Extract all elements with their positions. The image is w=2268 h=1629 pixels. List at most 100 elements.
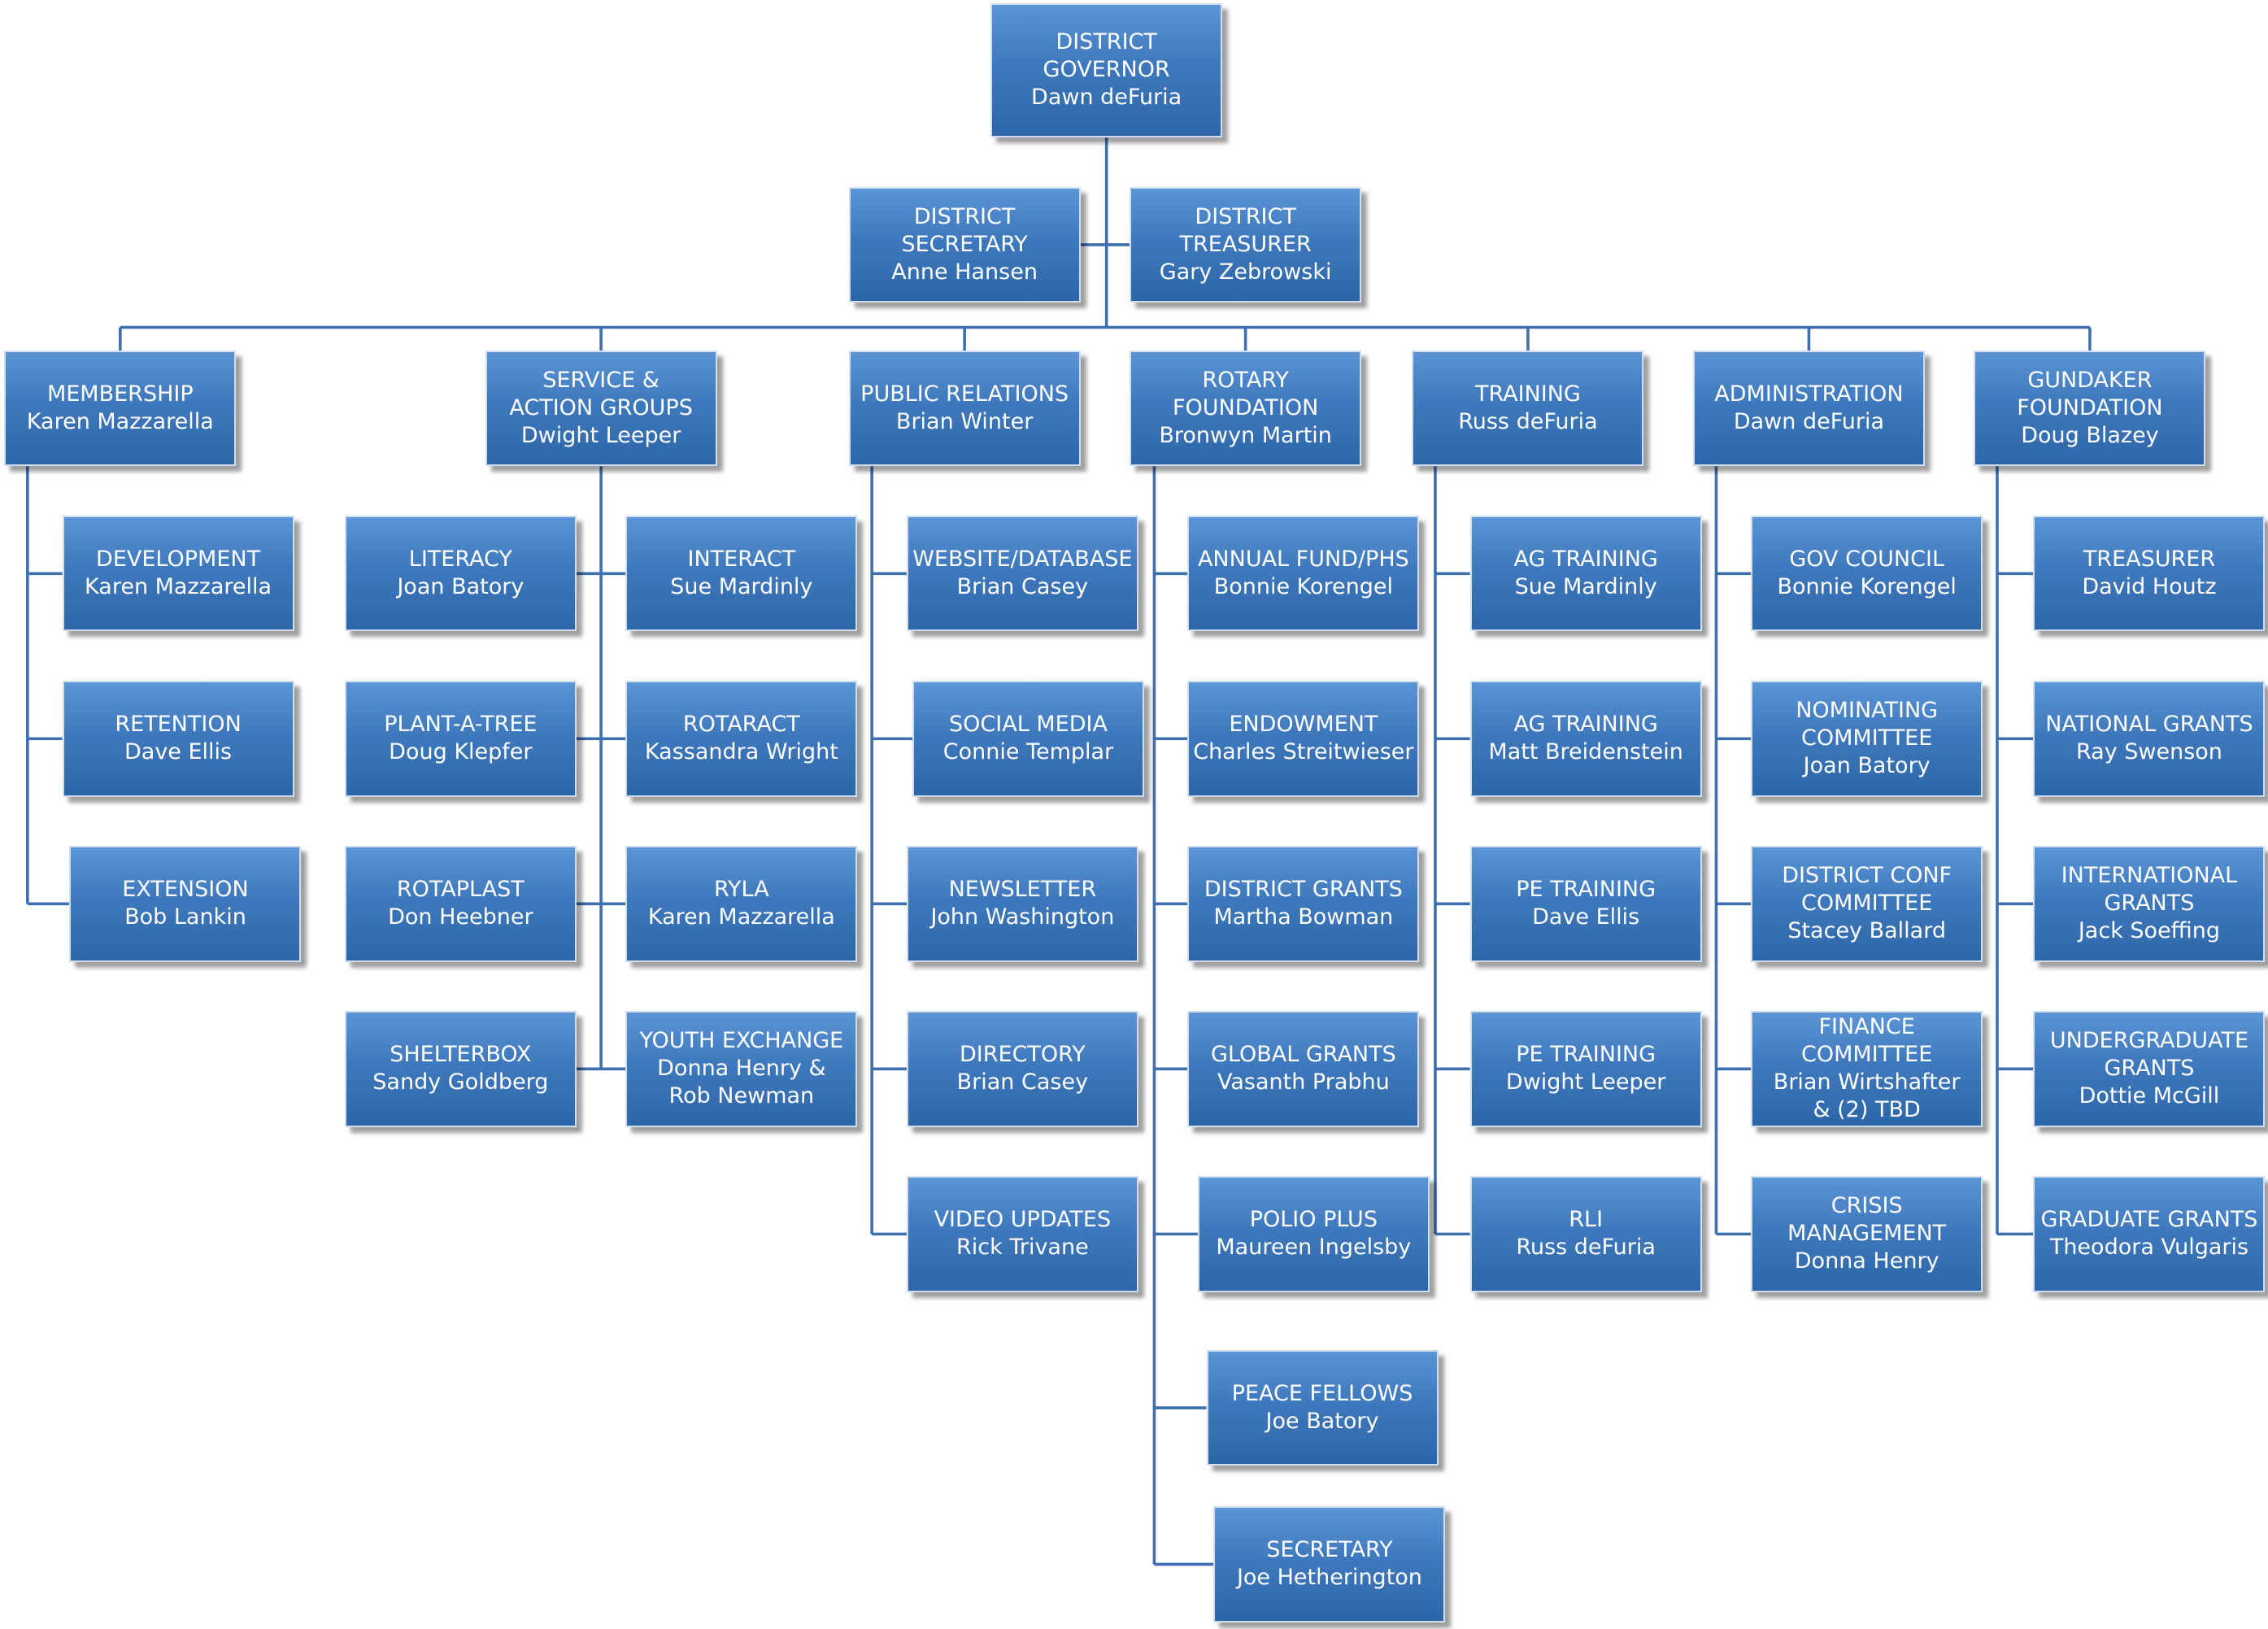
box-person: David Houtz: [2082, 574, 2217, 600]
box-person: Karen Mazzarella: [647, 904, 835, 930]
box-person: Russ deFuria: [1516, 1235, 1656, 1261]
box-title: YOUTH EXCHANGE: [639, 1028, 844, 1054]
box-title: DIRECTORY: [960, 1042, 1086, 1068]
box-title: DEVELOPMENT: [96, 547, 261, 573]
box-person: Brian Casey: [956, 1069, 1089, 1095]
box-title: INTERACT: [687, 547, 796, 573]
box-title: DISTRICT CONF COMMITTEE: [1782, 863, 1952, 917]
box-person: Joe Batory: [1265, 1409, 1379, 1435]
box-person: Anne Hansen: [891, 259, 1038, 285]
box-title: NEWSLETTER: [948, 877, 1097, 903]
box-person: Jack Soeffing: [2078, 918, 2221, 944]
box-person: Dawn deFuria: [1031, 85, 1182, 111]
box-title: SERVICE & ACTION GROUPS: [509, 368, 693, 421]
box-person: Gary Zebrowski: [1159, 259, 1332, 285]
box-person: Brian Winter: [895, 409, 1034, 435]
box-person: Brian Casey: [956, 574, 1089, 600]
box-title: AG TRAINING: [1513, 547, 1658, 573]
box-person: Rick Trivane: [956, 1235, 1089, 1261]
box-person: Sandy Goldberg: [372, 1069, 549, 1095]
box-person: Stacey Ballard: [1787, 918, 1946, 944]
box-title: GUNDAKER FOUNDATION: [2017, 368, 2163, 421]
box-title: SECRETARY: [1266, 1537, 1393, 1563]
box-person: Donna Henry: [1794, 1248, 1939, 1274]
box-person: Bronwyn Martin: [1159, 423, 1332, 449]
box-title: POLIO PLUS: [1249, 1207, 1378, 1233]
box-title: ROTAPLAST: [396, 877, 525, 903]
box-person: Karen Mazzarella: [26, 409, 214, 435]
box-title: VIDEO UPDATES: [934, 1207, 1112, 1233]
box-person: Dwight Leeper: [1505, 1069, 1666, 1095]
box-title: SOCIAL MEDIA: [949, 712, 1108, 738]
box-person: Kassandra Wright: [644, 739, 838, 765]
box-title: UNDERGRADUATE GRANTS: [2049, 1028, 2248, 1082]
box-person: Joe Hetherington: [1236, 1565, 1422, 1591]
box-person: Martha Bowman: [1213, 904, 1394, 930]
box-person: Dave Ellis: [1532, 904, 1640, 930]
box-person: Charles Streitwieser: [1193, 739, 1414, 765]
box-person: Dawn deFuria: [1733, 409, 1885, 435]
box-person: John Washington: [930, 904, 1115, 930]
box-person: Joan Batory: [397, 574, 525, 600]
box-title: LITERACY: [408, 547, 512, 573]
box-title: EXTENSION: [122, 877, 249, 903]
box-person: Joan Batory: [1803, 753, 1931, 779]
box-person: Vasanth Prabhu: [1217, 1069, 1390, 1095]
box-person: Dottie McGill: [2079, 1083, 2220, 1109]
box-title: TREASURER: [2083, 547, 2216, 573]
box-person: Don Heebner: [388, 904, 533, 930]
box-title: GLOBAL GRANTS: [1210, 1042, 1396, 1068]
box-person: Bonnie Korengel: [1777, 574, 1957, 600]
box-person: Karen Mazzarella: [85, 574, 272, 600]
box-title: CRISIS MANAGEMENT: [1787, 1193, 1947, 1247]
box-person: Brian Wirtshafter & (2) TBD: [1773, 1069, 1961, 1123]
box-person: Sue Mardinly: [670, 574, 813, 600]
box-title: ANNUAL FUND/PHS: [1197, 547, 1409, 573]
box-title: DISTRICT GRANTS: [1204, 877, 1403, 903]
box-title: TRAINING: [1474, 381, 1581, 407]
box-person: Dwight Leeper: [520, 423, 681, 449]
box-title: ROTARACT: [682, 712, 800, 738]
box-title: GRADUATE GRANTS: [2040, 1207, 2258, 1233]
box-person: Dave Ellis: [124, 739, 233, 765]
box-title: AG TRAINING: [1513, 712, 1658, 738]
box-title: NOMINATING COMMITTEE: [1796, 698, 1939, 751]
box-title: DISTRICT TREASURER: [1179, 203, 1312, 257]
box-title: INTERNATIONAL GRANTS: [2061, 863, 2238, 917]
box-person: Doug Klepfer: [389, 739, 533, 765]
box-title: DISTRICT GOVERNOR: [1043, 29, 1170, 83]
box-person: Sue Mardinly: [1514, 574, 1657, 600]
box-person: Bob Lankin: [124, 904, 246, 930]
